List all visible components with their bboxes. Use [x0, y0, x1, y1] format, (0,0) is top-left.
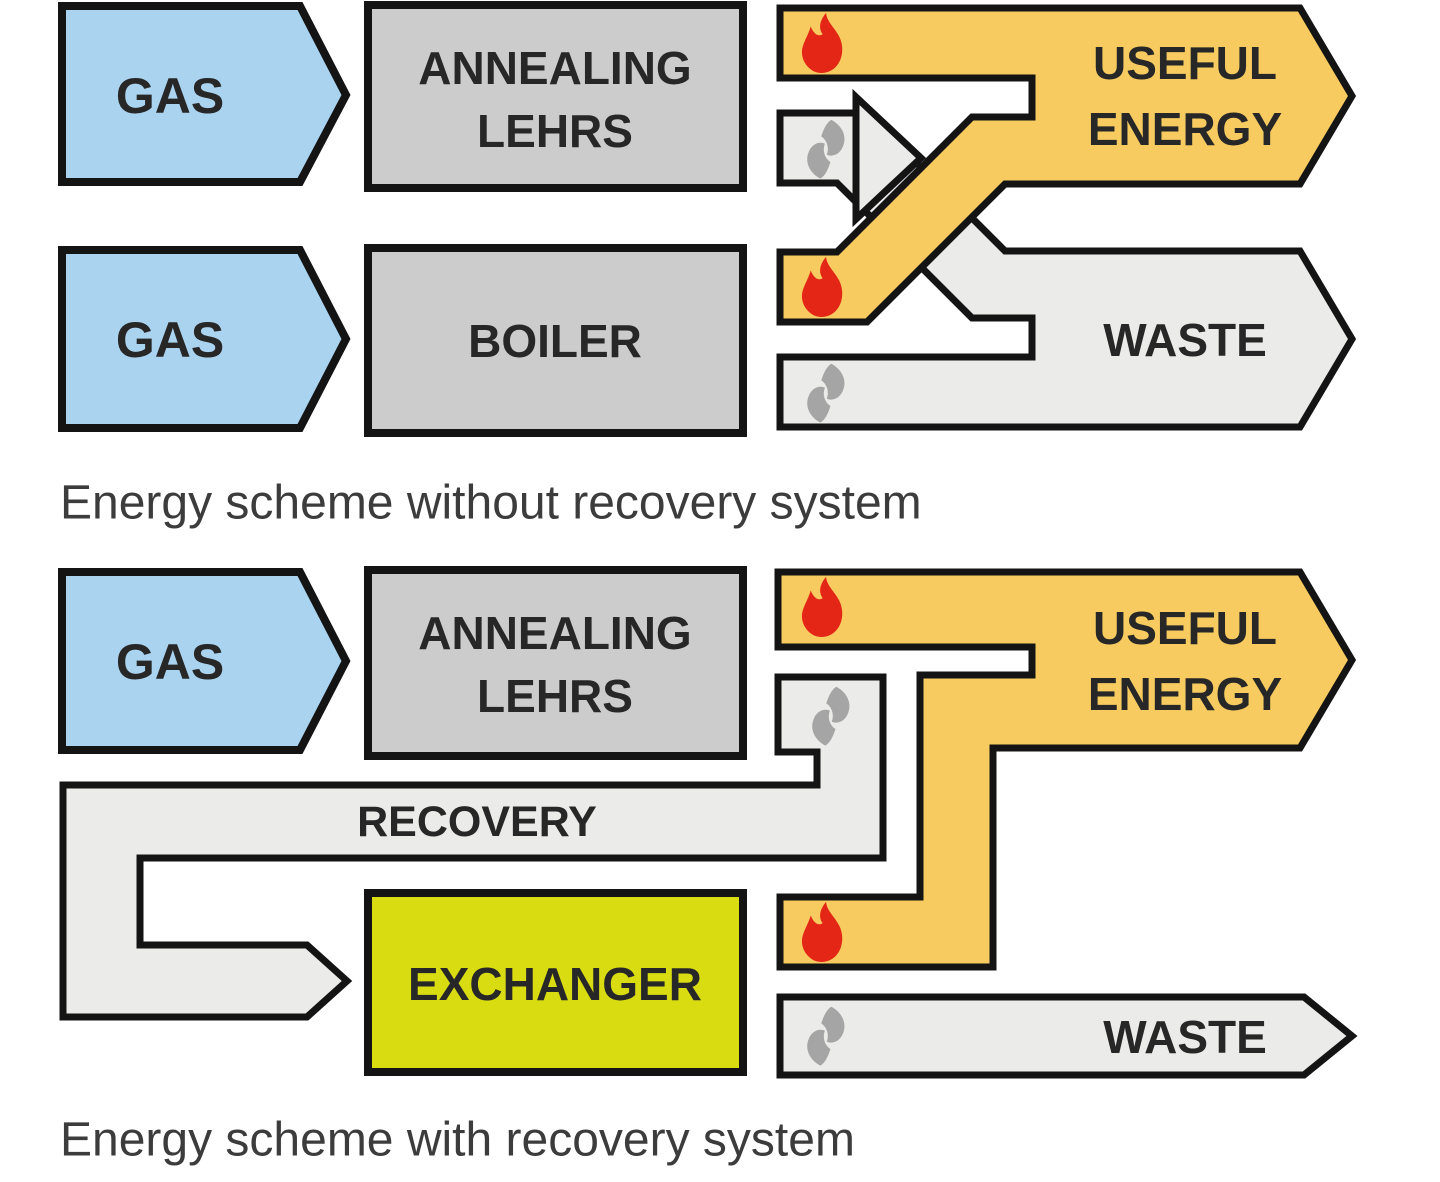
useful-energy-label-line1: USEFUL	[1093, 602, 1277, 654]
useful-energy-flow-shape	[774, 568, 1357, 971]
waste-arrowhead	[852, 88, 927, 228]
useful-energy-label-line2: ENERGY	[1088, 103, 1282, 155]
gas-label: GAS	[116, 68, 224, 124]
waste-arrow-shape	[776, 993, 1358, 1079]
gas-arrow-annealing	[58, 2, 351, 186]
gas-label: GAS	[116, 634, 224, 690]
waste-label: WASTE	[1103, 1011, 1267, 1063]
annealing-label-line2: LEHRS	[477, 105, 633, 157]
annealing-label-line1: ANNEALING	[418, 42, 691, 94]
gas-label: GAS	[116, 312, 224, 368]
gas-arrow-boiler	[58, 246, 351, 432]
annealing-label-line1: ANNEALING	[418, 607, 691, 659]
recovery-label: RECOVERY	[357, 798, 597, 846]
useful-energy-label-line2: ENERGY	[1088, 668, 1282, 720]
scheme-without-recovery: GAS ANNEALING LEHRS GAS BOILER USEFUL EN…	[58, 1, 1357, 530]
scheme-with-recovery: GAS ANNEALING LEHRS RECOVERY EXCHANGER U…	[58, 566, 1358, 1167]
useful-energy-flow-shape	[776, 4, 1357, 326]
boiler-label: BOILER	[468, 315, 642, 367]
waste-label: WASTE	[1103, 314, 1267, 366]
boiler-box	[364, 244, 747, 437]
recovery-duct-shape	[59, 673, 887, 1021]
exchanger-box	[364, 889, 747, 1076]
useful-energy-label-line1: USEFUL	[1093, 37, 1277, 89]
gas-arrow-annealing	[58, 568, 351, 754]
caption-with-recovery: Energy scheme with recovery system	[60, 1114, 855, 1167]
caption-without-recovery: Energy scheme without recovery system	[60, 477, 922, 530]
annealing-label-line2: LEHRS	[477, 670, 633, 722]
exchanger-label: EXCHANGER	[408, 958, 702, 1010]
annealing-lehrs-box	[364, 566, 747, 760]
annealing-lehrs-box	[364, 1, 747, 192]
